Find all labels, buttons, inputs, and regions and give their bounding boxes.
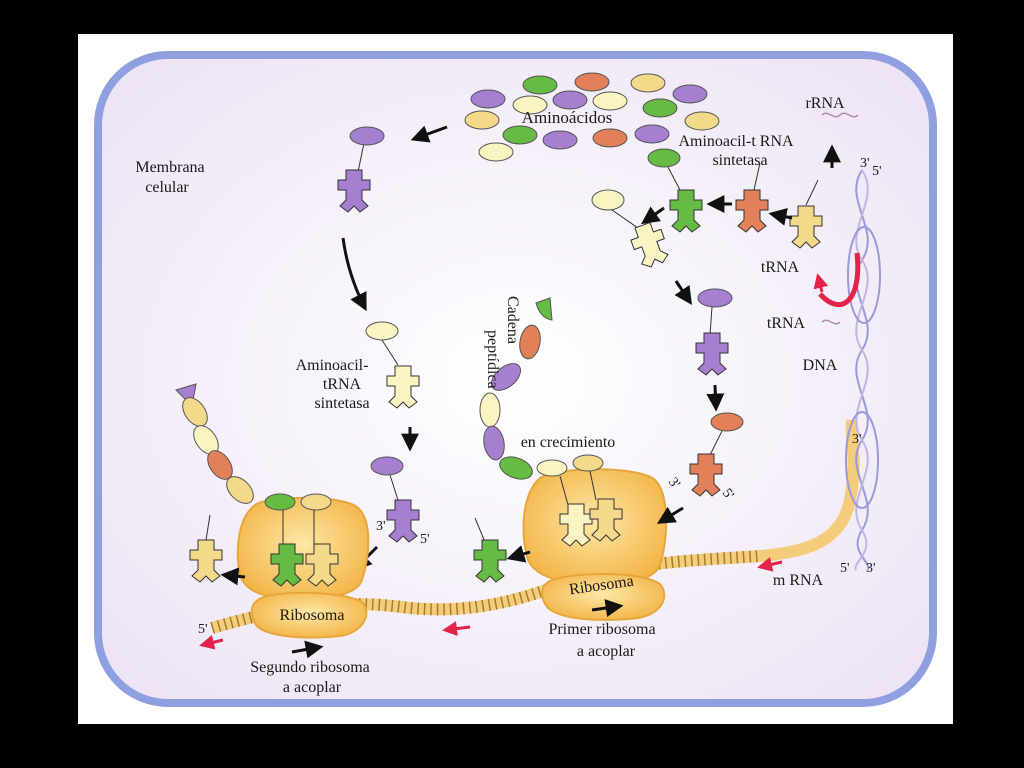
- label-aminoacidos: Aminoácidos: [522, 108, 613, 127]
- label-primer-2: a acoplar: [577, 643, 636, 660]
- label-left-five-prime: 5': [420, 532, 430, 547]
- trna-synthetase-green: [647, 148, 703, 233]
- trna-right-orange: [689, 412, 744, 497]
- trna-left-charged: [365, 321, 420, 409]
- trna-yellow: [789, 179, 823, 249]
- red-arrow-middle: [442, 621, 471, 637]
- label-trna-2: tRNA: [767, 315, 806, 332]
- arrow-trna-exit-left: [220, 567, 246, 586]
- label-left-three-prime: 3': [376, 519, 386, 534]
- red-arrow-right: [757, 557, 783, 572]
- trna-exiting-middle: [473, 517, 507, 583]
- label-cadena-1: Cadena: [504, 296, 521, 344]
- label-segundo-1: Segundo ribosoma: [250, 659, 370, 676]
- red-arrow-left: [199, 634, 224, 650]
- label-membrana-1: Membrana: [135, 159, 204, 176]
- trna-cream-charged: [591, 189, 673, 271]
- arrow-pool-to-trna: [410, 125, 448, 143]
- peptide-chain-left: [175, 383, 254, 504]
- label-rrna: rRNA: [805, 95, 845, 112]
- arrow-charge-3: [641, 206, 665, 225]
- label-mrna-five-prime-left: 5': [198, 622, 208, 637]
- label-dna-three-prime-bottom: 3': [866, 561, 876, 576]
- label-membrana-2: celular: [145, 179, 189, 196]
- arrow-trna-red: [813, 273, 829, 293]
- label-synthetase-top-1: Aminoacil-t RNA: [678, 133, 794, 150]
- trna-right-purple: [695, 288, 733, 376]
- label-synthetase-top-2: sintetasa: [712, 152, 767, 169]
- trna-top-left: [337, 126, 385, 213]
- label-cadena-2: peptídica: [484, 330, 501, 389]
- label-ribosoma-left: Ribosoma: [280, 607, 345, 624]
- label-mrna: m RNA: [773, 572, 824, 589]
- dna-helix: [845, 169, 881, 571]
- label-synthetase-left-1: Aminoacil-: [296, 357, 369, 374]
- label-dna: DNA: [803, 357, 838, 374]
- label-mrna-three-prime-top: 3': [852, 432, 862, 447]
- label-en-crecimiento: en crecimiento: [521, 434, 616, 451]
- arrow-down-left-cycle: [341, 237, 367, 312]
- arrow-right-cycle-down-2: [706, 384, 725, 412]
- amino-acid-pool: [464, 72, 720, 162]
- trna-red-strand: [818, 252, 861, 308]
- trna-entering-left-ribosome: [370, 456, 420, 543]
- label-primer-1: Primer ribosoma: [548, 621, 655, 638]
- arrow-charge-1: [768, 207, 793, 226]
- arrow-trna-into-right-ribosome: [656, 506, 684, 524]
- peptide-chain-middle: [479, 297, 553, 480]
- arrow-right-cycle-down-1: [674, 280, 692, 305]
- trna-orange: [735, 162, 769, 233]
- arrow-primer-ribosoma: [591, 599, 624, 617]
- trna-exiting-left: [189, 514, 223, 583]
- label-dna-five-prime-bottom: 5': [840, 561, 850, 576]
- label-dna-three-prime-top: 3': [860, 156, 870, 171]
- trna-strand: [821, 319, 841, 325]
- arrow-trna-exit-middle: [506, 545, 531, 563]
- label-segundo-2: a acoplar: [283, 679, 342, 696]
- arrow-segundo-ribosoma: [291, 640, 324, 659]
- rrna-strand: [821, 112, 859, 118]
- label-trna-1: tRNA: [761, 259, 800, 276]
- ribosome-left: [236, 493, 370, 639]
- label-synthetase-left-3: sintetasa: [314, 395, 369, 412]
- label-synthetase-left-2: tRNA: [323, 376, 362, 393]
- ribosome-right: [522, 454, 668, 621]
- label-dna-five-prime-top: 5': [872, 164, 882, 179]
